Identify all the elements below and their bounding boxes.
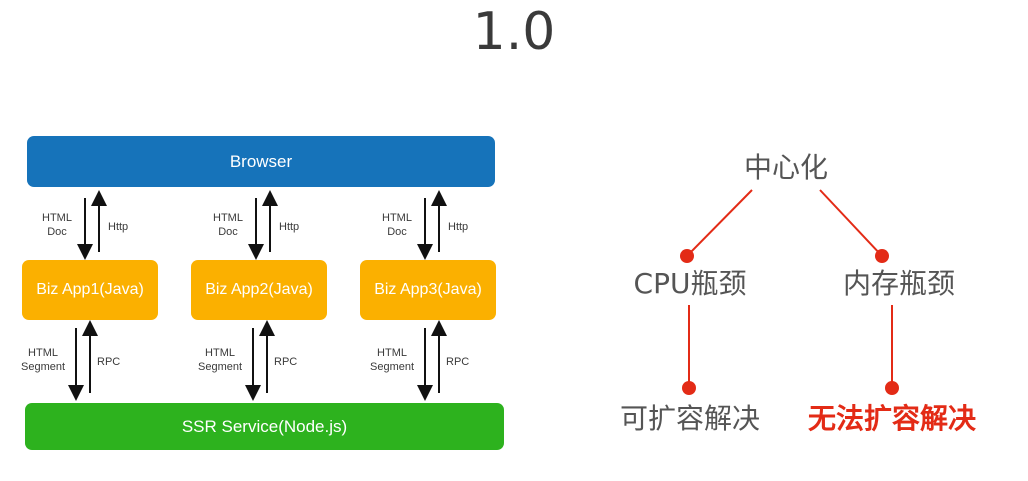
browser-box: Browser [27,136,495,187]
tree-leaf-scalable: 可扩容解决 [619,402,761,435]
ssr-service-box: SSR Service(Node.js) [25,403,504,450]
tree-line-root-right [819,189,889,263]
tree-leaf-not-scalable: 无法扩容解决 [807,402,977,435]
http-label-3: Http [448,221,469,233]
biz-app-1-box: Biz App1(Java) [22,260,158,320]
tree-root-node: 中心化 [743,151,829,184]
page-title: 1.0 [472,2,556,62]
http-label-1: Http [108,221,129,233]
rpc-label-2: RPC [274,356,298,368]
http-label-2: Http [279,221,300,233]
biz-app-2-box: Biz App2(Java) [191,260,327,320]
tree-line-root-left [680,189,753,263]
biz-app-3-box: Biz App3(Java) [360,260,496,320]
rpc-label-1: RPC [97,356,121,368]
rpc-label-3: RPC [446,356,470,368]
tree-node-cpu-bottleneck: CPU瓶颈 [633,267,747,300]
tree-node-memory-bottleneck: 内存瓶颈 [842,267,956,300]
